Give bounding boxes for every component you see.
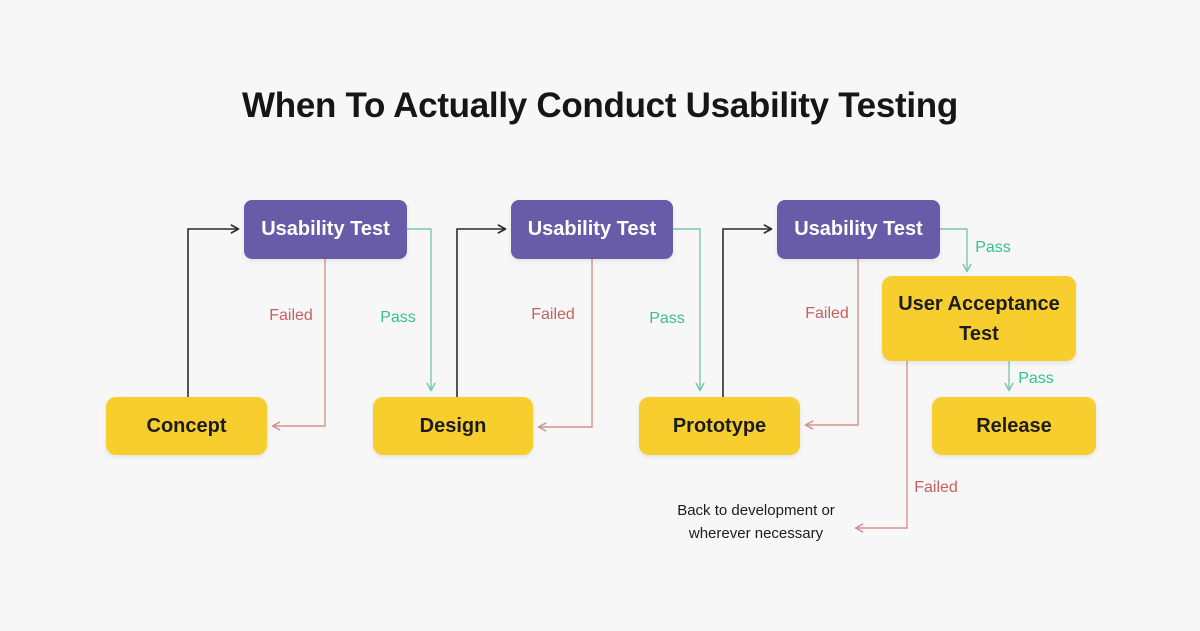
- node-concept: Concept: [106, 397, 267, 455]
- node-user-acceptance-test-label: User Acceptance Test: [898, 292, 1060, 345]
- node-design-label: Design: [419, 414, 487, 437]
- edge-label-pass-1: Pass: [380, 309, 416, 326]
- edge-usability-test-1-failed-to-concept: [271, 259, 326, 431]
- edge-concept-to-usability-test-1: [187, 224, 240, 397]
- page-title: When To Actually Conduct Usability Testi…: [242, 86, 958, 125]
- edge-label-pass-4: Pass: [1018, 370, 1054, 387]
- edge-usability-test-3-pass-to-uat: [940, 228, 972, 273]
- node-usability-test-3-label: Usability Test: [794, 218, 923, 240]
- node-prototype-label: Prototype: [672, 414, 767, 437]
- edge-label-failed-4: Failed: [914, 479, 958, 496]
- node-design: Design: [373, 397, 533, 455]
- node-usability-test-1: Usability Test: [244, 200, 407, 259]
- edge-label-failed-2: Failed: [531, 306, 575, 323]
- node-release: Release: [932, 397, 1096, 455]
- node-release-label: Release: [976, 414, 1052, 437]
- node-user-acceptance-test: User Acceptance Test: [882, 276, 1076, 361]
- edge-usability-test-1-pass-to-design: [407, 228, 436, 392]
- edge-usability-test-3-failed-to-prototype: [804, 259, 859, 430]
- edge-label-failed-1: Failed: [269, 307, 313, 324]
- node-prototype: Prototype: [639, 397, 800, 455]
- edge-usability-test-2-pass-to-prototype: [673, 228, 705, 392]
- node-usability-test-2: Usability Test: [511, 200, 673, 259]
- edge-prototype-to-usability-test-3: [722, 224, 773, 397]
- node-usability-test-1-label: Usability Test: [261, 218, 390, 240]
- edge-label-failed-3: Failed: [805, 305, 849, 322]
- edge-uat-failed-to-development: [854, 361, 908, 533]
- edge-design-to-usability-test-2: [456, 224, 507, 397]
- node-usability-test-3: Usability Test: [777, 200, 940, 259]
- edge-usability-test-2-failed-to-design: [537, 259, 593, 432]
- back-to-development-note: Back to development or wherever necessar…: [677, 502, 835, 542]
- node-usability-test-2-label: Usability Test: [527, 218, 657, 240]
- edge-label-pass-2: Pass: [649, 310, 685, 327]
- node-concept-label: Concept: [146, 414, 227, 437]
- edge-label-pass-3: Pass: [975, 239, 1011, 256]
